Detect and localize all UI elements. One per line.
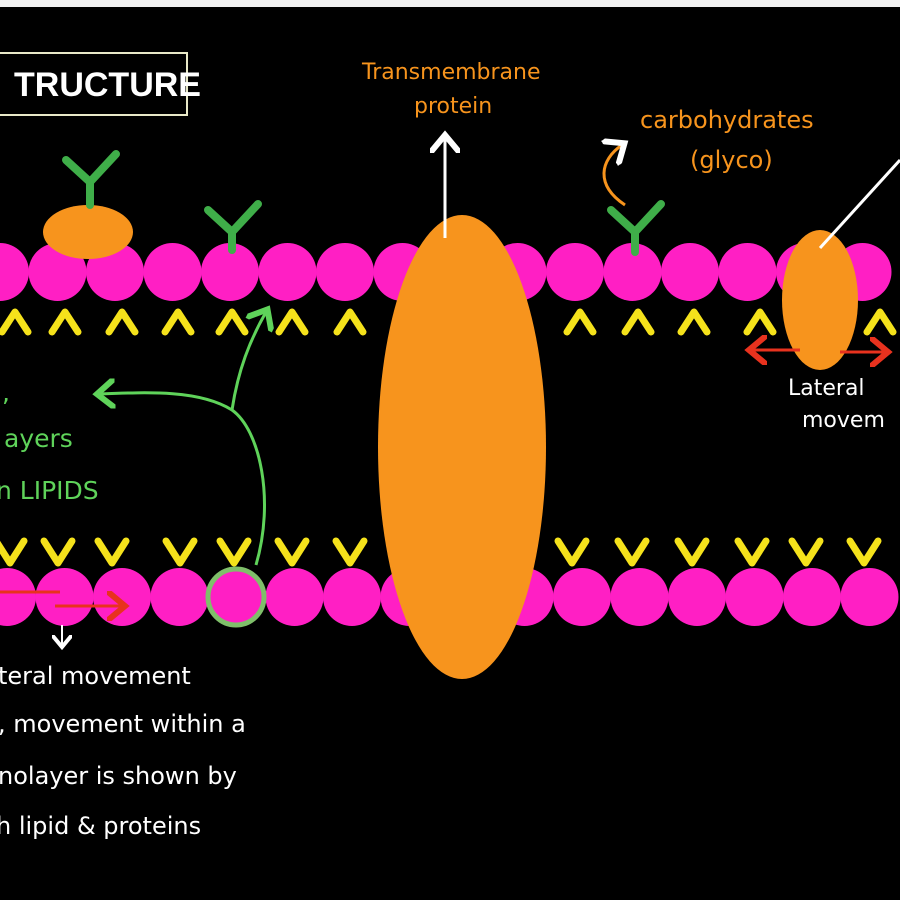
phospholipid-head-lower [553, 568, 611, 626]
green-arrow-to-notes [100, 393, 266, 566]
lipid-tail-lower [162, 537, 198, 567]
green-note-2: ayers [4, 424, 73, 453]
lipid-tail-lower [216, 537, 252, 567]
green-arrow-to-upper [230, 312, 266, 411]
lipid-tail-upper [0, 308, 32, 336]
lipid-tail-upper [743, 308, 777, 336]
phospholipid-head-lower [610, 568, 669, 626]
small-integral-protein [782, 230, 858, 370]
phospholipid-head-lower [35, 568, 94, 626]
phospholipid-head-lower [93, 568, 151, 626]
phospholipid-head-lower [323, 568, 381, 626]
phospholipid-head-upper [258, 243, 317, 301]
note-line-2: , movement within a [0, 710, 246, 738]
phospholipid-head-upper [143, 243, 202, 301]
note-line-4: h lipid & proteins [0, 812, 202, 840]
title-text: TRUCTURE [14, 66, 201, 104]
phospholipid-head-upper [718, 243, 777, 301]
phospholipid-head-upper [0, 243, 29, 301]
highlighted-lipid-head [205, 566, 267, 628]
lipid-tail-lower [846, 537, 882, 567]
label-carbohydrates: carbohydrates [640, 106, 814, 134]
label-transmembrane-2: protein [414, 94, 493, 119]
transmembrane-protein [378, 215, 546, 679]
label-movement: movem [802, 408, 885, 433]
phospholipid-head-upper [316, 243, 374, 301]
phospholipid-head-lower [668, 568, 726, 626]
phospholipid-head-upper [28, 243, 87, 301]
lipid-tail-upper [275, 308, 309, 336]
lipid-tail-upper [863, 308, 897, 336]
phospholipid-head-lower [265, 568, 324, 626]
lipid-tail-lower [614, 537, 650, 567]
lipid-tail-upper [563, 308, 597, 336]
note-line-3: nolayer is shown by [0, 762, 237, 790]
peripheral-protein [43, 205, 133, 259]
lipid-tail-lower [274, 537, 310, 567]
lipid-tail-lower [554, 537, 590, 567]
lipid-tail-upper [161, 308, 195, 336]
curved-arrow-carbohydrates [604, 145, 625, 207]
lipid-tail-upper [215, 308, 249, 336]
glycan-chain [204, 200, 262, 254]
title-box: TRUCTURE [0, 52, 201, 116]
phospholipid-head-lower [840, 568, 899, 626]
phospholipid-head-lower [0, 568, 36, 626]
lipid-tail-lower [0, 537, 28, 567]
note-line-1: teral movement [0, 662, 191, 690]
lipid-tail-upper [621, 308, 655, 336]
phospholipid-head-lower [150, 568, 209, 626]
green-note-1: , [2, 378, 10, 407]
glycan-chain [607, 200, 665, 256]
lipid-tail-lower [40, 537, 76, 567]
phospholipid-head-upper [603, 243, 662, 301]
top-border [0, 0, 900, 7]
phospholipid-head-upper [201, 243, 259, 301]
lipid-tail-upper [333, 308, 367, 336]
lipid-tail-lower [734, 537, 770, 567]
lipid-tail-lower [788, 537, 824, 567]
lipid-tail-upper [105, 308, 139, 336]
phospholipid-head-lower [725, 568, 784, 626]
lipid-tail-lower [332, 537, 368, 567]
label-lateral: Lateral [788, 376, 865, 401]
phospholipid-head-lower [783, 568, 841, 626]
lipid-tail-upper [677, 308, 711, 336]
label-glyco: (glyco) [690, 146, 773, 174]
phospholipid-head-upper [546, 243, 604, 301]
phospholipid-head-upper [661, 243, 719, 301]
arrow-to-right-label [818, 158, 900, 250]
glycan-chain [62, 150, 120, 209]
label-transmembrane: Transmembrane [362, 60, 541, 85]
green-note-3: n LIPIDS [0, 476, 99, 505]
lipid-tail-upper [48, 308, 82, 336]
lipid-tail-lower [674, 537, 710, 567]
lipid-tail-lower [94, 537, 130, 567]
